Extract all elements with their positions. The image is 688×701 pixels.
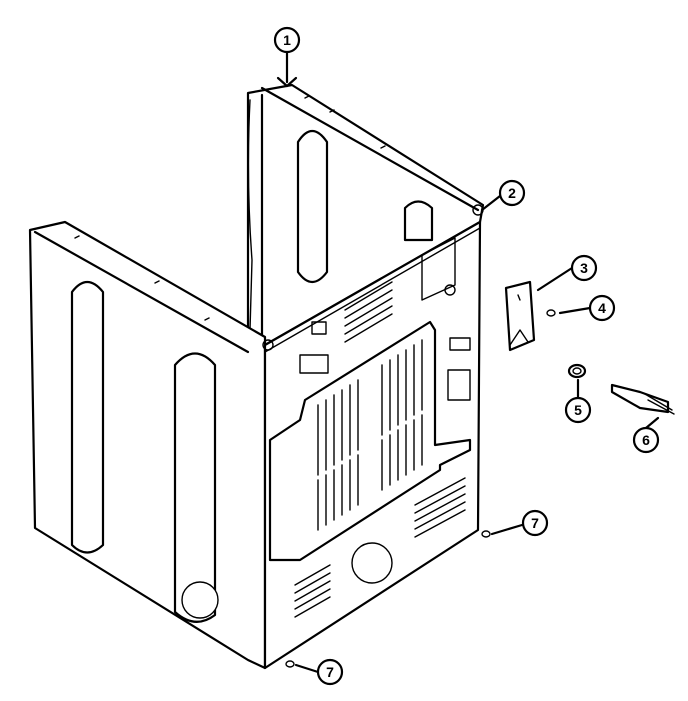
small-vents-bottom [294, 564, 331, 618]
bracket-part [504, 280, 536, 352]
rear-panel [262, 204, 484, 670]
grommet-part [567, 363, 587, 379]
svg-text:3: 3 [580, 260, 588, 276]
top-frame-part [246, 83, 485, 347]
small-vents-top [344, 281, 393, 343]
callout-2: 2 [498, 179, 526, 207]
svg-text:5: 5 [574, 402, 582, 418]
callout-7-right: 7 [521, 509, 549, 537]
screw-part-4 [546, 309, 556, 317]
svg-text:6: 6 [642, 432, 650, 448]
svg-text:4: 4 [598, 300, 606, 316]
callout-5: 5 [564, 396, 592, 424]
callout-leaders [276, 50, 660, 674]
svg-text:2: 2 [508, 185, 516, 201]
callout-6: 6 [632, 426, 660, 454]
left-side-panel [28, 220, 267, 670]
svg-text:1: 1 [283, 32, 291, 48]
callout-7-bottom: 7 [316, 658, 344, 686]
vent-grille [317, 339, 423, 531]
callout-1: 1 [273, 26, 301, 54]
callout-3: 3 [570, 254, 598, 282]
svg-text:7: 7 [326, 664, 334, 680]
screw-part-7-right [481, 530, 491, 538]
small-vents-right [414, 477, 466, 538]
power-cord-part [610, 383, 675, 415]
callout-4: 4 [588, 294, 616, 322]
screw-part-7-bottom [285, 660, 295, 668]
svg-text:7: 7 [531, 515, 539, 531]
